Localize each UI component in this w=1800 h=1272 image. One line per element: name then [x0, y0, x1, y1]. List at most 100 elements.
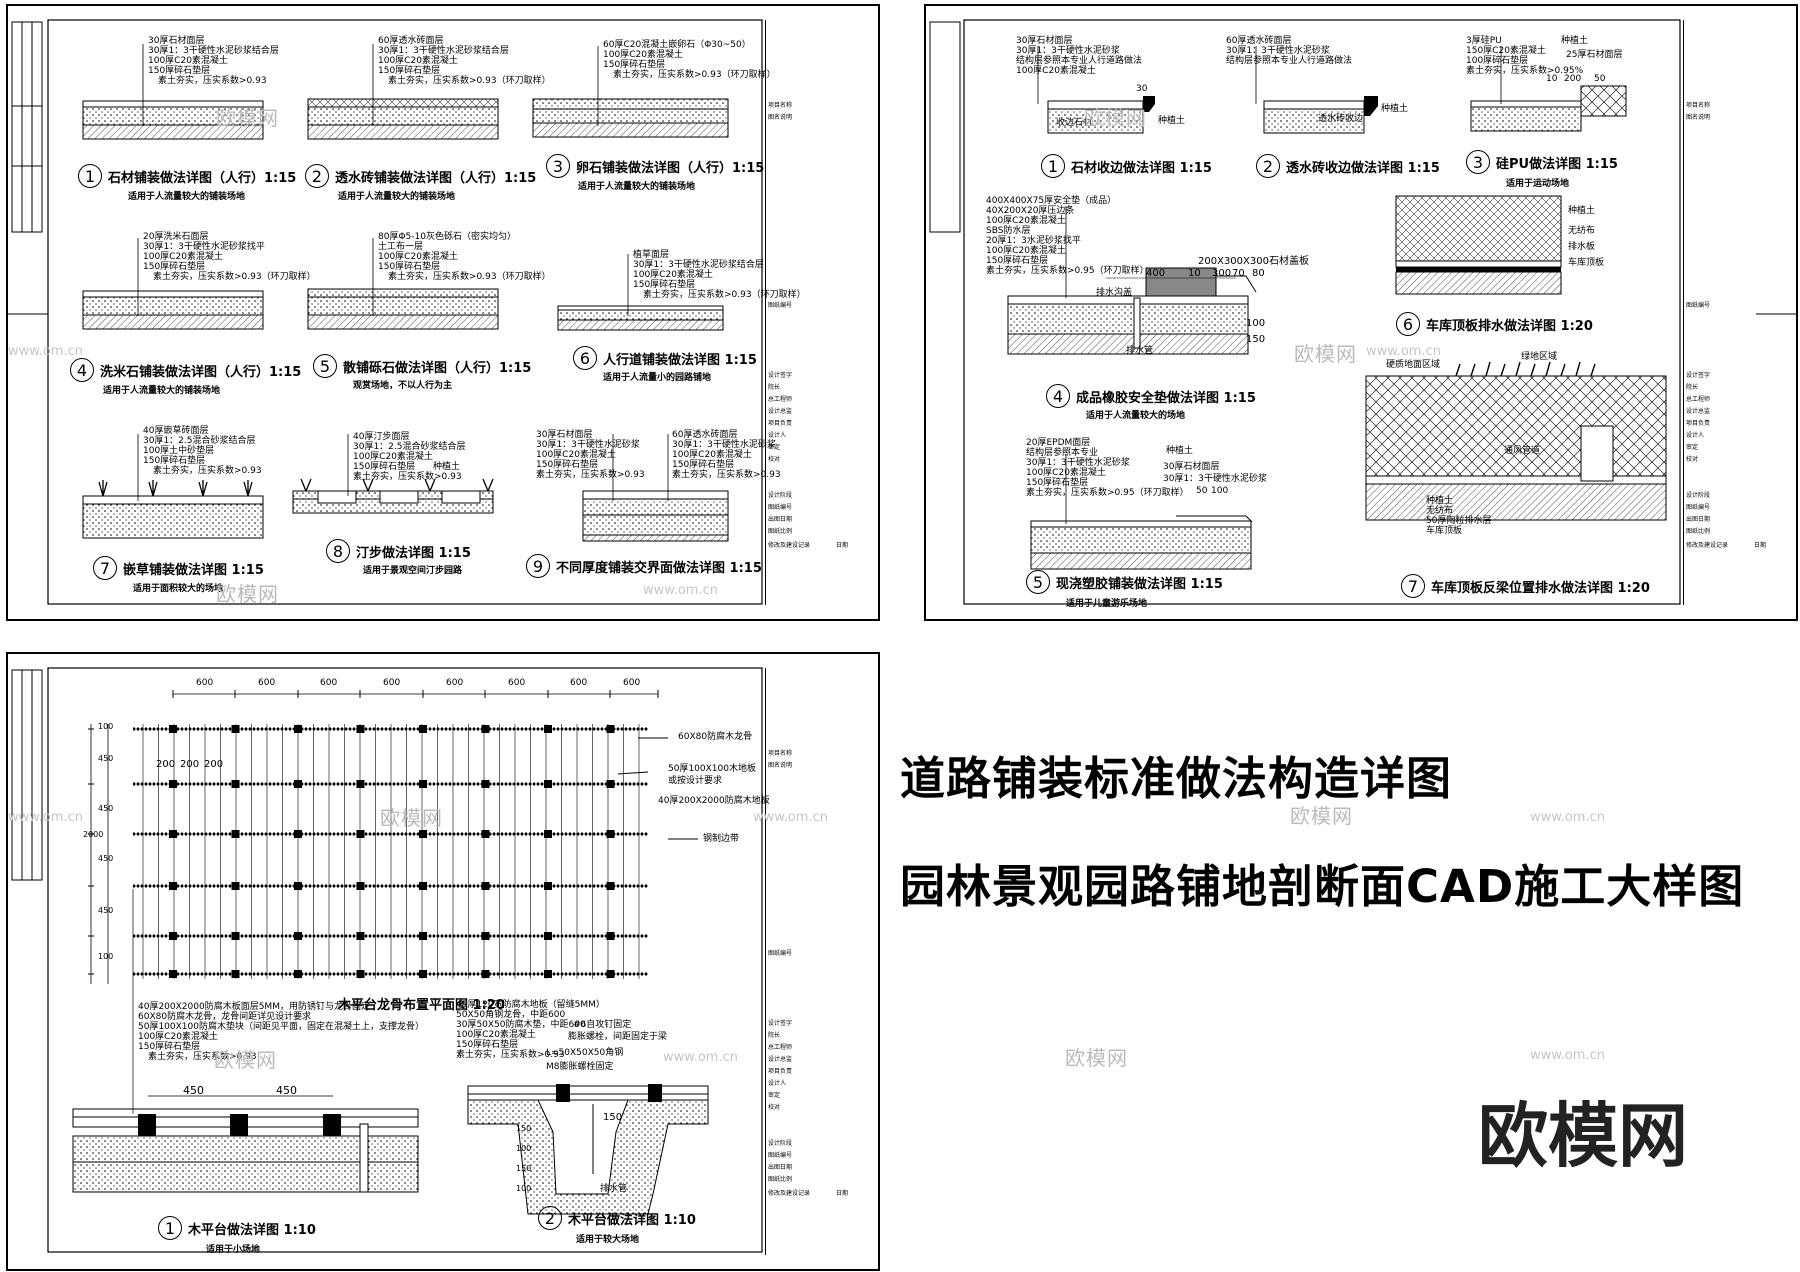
watermark-url-1: www.om.cn — [8, 344, 83, 359]
deck-post — [481, 830, 490, 838]
deck-post — [294, 725, 302, 733]
deck-post — [231, 932, 240, 940]
deck-post — [169, 932, 177, 940]
s1-d8-note: 适用于景观空间汀步园路 — [363, 566, 463, 576]
watermark-url-2: www.om.cn — [643, 583, 718, 598]
section-3 — [532, 98, 729, 138]
s1-d2-note: 适用于人流量较大的铺装场地 — [338, 192, 456, 202]
headline-line-1: 道路铺装标准做法构造详图 — [900, 752, 1453, 805]
sheet-3-linework — [11, 667, 763, 1253]
deck-post — [356, 932, 365, 940]
s1-d3-note: 适用于人流量较大的铺装场地 — [578, 182, 696, 192]
watermark-url-3: www.om.cn — [1366, 344, 1441, 359]
watermark-url-7: www.om.cn — [1530, 810, 1605, 825]
deck-post — [356, 882, 365, 890]
deck-post — [356, 780, 365, 788]
watermark-url-5: www.om.cn — [753, 810, 828, 825]
deck-post — [419, 780, 427, 788]
section-4 — [82, 290, 264, 330]
deck-post — [169, 830, 177, 838]
deck-post — [231, 970, 240, 978]
watermark-1: 欧模网 — [216, 106, 279, 130]
s2-section-2 — [1263, 96, 1378, 134]
watermark-url-4: www.om.cn — [8, 810, 83, 825]
deck-post — [169, 882, 177, 890]
s1-title-block: 项目名称图名说明图纸编号设计签字院长总工程师设计总监项目负责设计人审定校对设计阶… — [765, 20, 864, 605]
watermark-6: 欧模网 — [214, 1048, 277, 1072]
deck-post — [419, 725, 427, 733]
s2-title-block: 项目名称图名说明图纸编号设计签字院长总工程师设计总监项目负责设计人审定校对设计阶… — [1683, 20, 1782, 605]
deck-section-2 — [467, 1084, 709, 1215]
deck-post — [231, 882, 240, 890]
deck-post — [231, 725, 240, 733]
deck-post — [419, 882, 427, 890]
s2-section-5 — [1030, 515, 1253, 570]
section-2 — [307, 98, 499, 140]
watermark-url-6: www.om.cn — [663, 1050, 738, 1065]
deck-post — [544, 882, 552, 890]
deck-post — [544, 830, 552, 838]
watermark-2: 欧模网 — [216, 582, 279, 606]
deck-post — [419, 970, 427, 978]
deck-post — [294, 780, 302, 788]
deck-post — [481, 882, 490, 890]
deck-post — [231, 830, 240, 838]
deck-plan — [88, 690, 698, 984]
deck-plan-title: 木平台龙骨布置平面图 1:20 — [338, 998, 505, 1013]
deck-post — [169, 725, 177, 733]
s2-section-7 — [1365, 361, 1667, 521]
brand-logo: 欧模网 — [1478, 1095, 1688, 1177]
deck-post — [419, 932, 427, 940]
deck-post — [481, 970, 490, 978]
drawing-sheet-3: 600 600 600 600 600 600 600 600 200 200 … — [6, 652, 880, 1271]
deck-post — [606, 932, 615, 940]
deck-post — [481, 932, 490, 940]
s2-d6-layers: 种植土无纺布排水板车库顶板 — [1568, 206, 1605, 268]
deck-post — [606, 882, 615, 890]
deck-post — [356, 725, 365, 733]
deck-post — [544, 970, 552, 978]
s1-d6-note: 适用于人流量小的园路铺地 — [603, 373, 712, 383]
deck-post — [294, 830, 302, 838]
sheet-1-linework — [8, 19, 763, 605]
deck-post — [481, 725, 490, 733]
deck-post — [169, 780, 177, 788]
headline-line-2: 园林景观园路铺地剖断面CAD施工大样图 — [900, 860, 1745, 913]
s2-section-3 — [1470, 85, 1627, 132]
deck-post — [606, 970, 615, 978]
s3-title-block: 项目名称图名说明图纸编号设计签字院长总工程师设计总监项目负责设计人审定校对设计阶… — [765, 668, 864, 1255]
deck-post — [356, 970, 365, 978]
deck-post — [606, 830, 615, 838]
deck-post — [169, 970, 177, 978]
deck-post — [231, 780, 240, 788]
deck-post — [356, 830, 365, 838]
